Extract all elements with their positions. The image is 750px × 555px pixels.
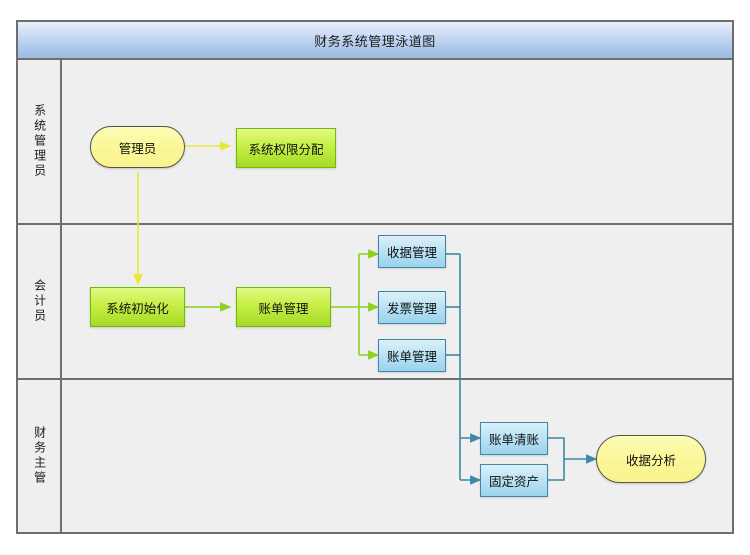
node-permission-label: 系统权限分配 (248, 141, 324, 157)
node-receipt-management[interactable]: 收据管理 (378, 235, 446, 268)
node-bill-settlement-label: 账单清账 (488, 432, 539, 447)
node-system-init[interactable]: 系统初始化 (90, 287, 185, 327)
node-fixed-assets-label: 固定资产 (488, 474, 539, 489)
node-bill-record[interactable]: 账单管理 (378, 339, 446, 372)
node-admin[interactable]: 管理员 (90, 126, 185, 168)
node-permission[interactable]: 系统权限分配 (236, 128, 336, 168)
node-bill-record-label: 账单管理 (386, 349, 437, 364)
lane-label-accountant: 会计员 (18, 225, 62, 378)
node-receipt-management-label: 收据管理 (386, 245, 437, 260)
node-invoice-management-label: 发票管理 (386, 301, 437, 316)
diagram-title-bar: 财务系统管理泳道图 (18, 22, 732, 60)
lane-label-admin-text: 系统管理员 (32, 104, 47, 179)
node-invoice-management[interactable]: 发票管理 (378, 291, 446, 324)
node-fixed-assets[interactable]: 固定资产 (480, 464, 548, 497)
lane-label-supervisor-text: 财务主管 (32, 426, 47, 486)
node-receipt-analysis-label: 收据分析 (625, 452, 676, 468)
node-bill-settlement[interactable]: 账单清账 (480, 422, 548, 455)
swimlane-container: 财务系统管理泳道图 系统管理员 会计员 财务主管 (16, 20, 734, 534)
node-receipt-analysis[interactable]: 收据分析 (596, 435, 706, 483)
node-bill-management-label: 账单管理 (258, 300, 309, 316)
lane-label-admin: 系统管理员 (18, 60, 62, 223)
node-admin-label: 管理员 (118, 140, 157, 156)
lane-label-supervisor: 财务主管 (18, 380, 62, 532)
node-bill-management[interactable]: 账单管理 (236, 287, 331, 327)
page-title: 财务系统管理泳道图 (314, 34, 436, 50)
lane-label-accountant-text: 会计员 (32, 279, 47, 324)
node-system-init-label: 系统初始化 (106, 300, 169, 316)
